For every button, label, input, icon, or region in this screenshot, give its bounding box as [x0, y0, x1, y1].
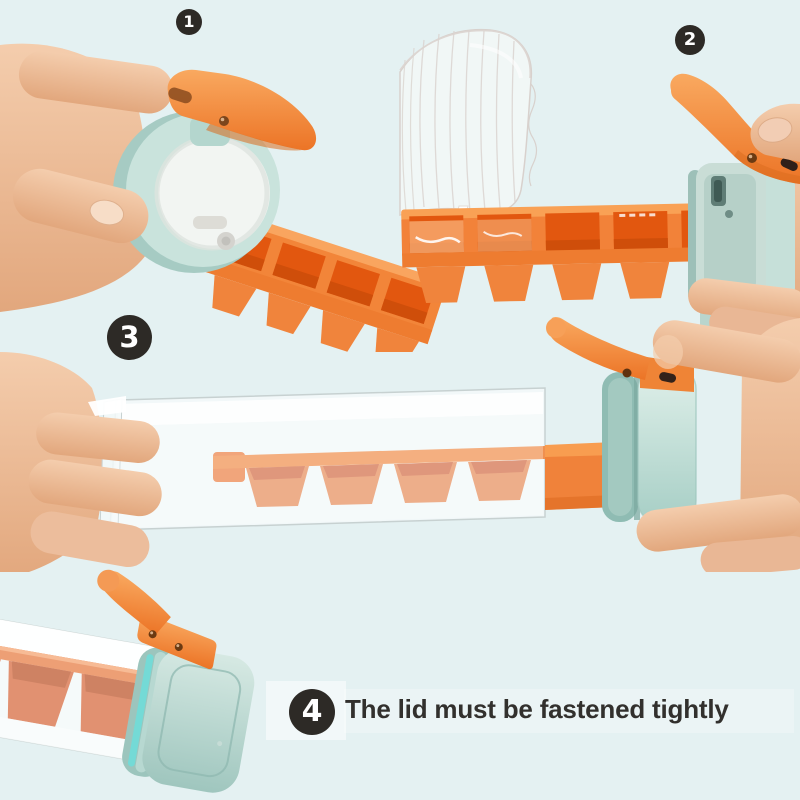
ice-tray — [112, 414, 615, 528]
scene-step-3 — [0, 316, 800, 572]
lever-handle — [670, 73, 800, 184]
thumb — [750, 103, 800, 162]
caption-backplate — [344, 689, 794, 733]
step-1-badge: 1 — [176, 9, 202, 35]
lid-cap — [122, 647, 255, 793]
step-4-badge: 4 — [289, 689, 335, 735]
left-fingers — [28, 412, 162, 568]
lever-handle — [97, 569, 217, 670]
ice-tray — [401, 202, 751, 304]
lever-handle — [167, 69, 317, 151]
scene-step-1 — [0, 43, 448, 352]
step-3-badge: 3 — [107, 315, 152, 360]
glass-pitcher — [399, 28, 538, 216]
scene-step-2 — [399, 28, 800, 346]
scene-step-4 — [0, 569, 255, 793]
lid-cap — [602, 365, 697, 525]
step-2-badge: 2 — [675, 25, 705, 55]
lid-cap — [113, 111, 280, 273]
right-hand — [636, 318, 800, 572]
step-4-caption: The lid must be fastened tightly — [345, 694, 729, 724]
thumb — [12, 168, 149, 244]
